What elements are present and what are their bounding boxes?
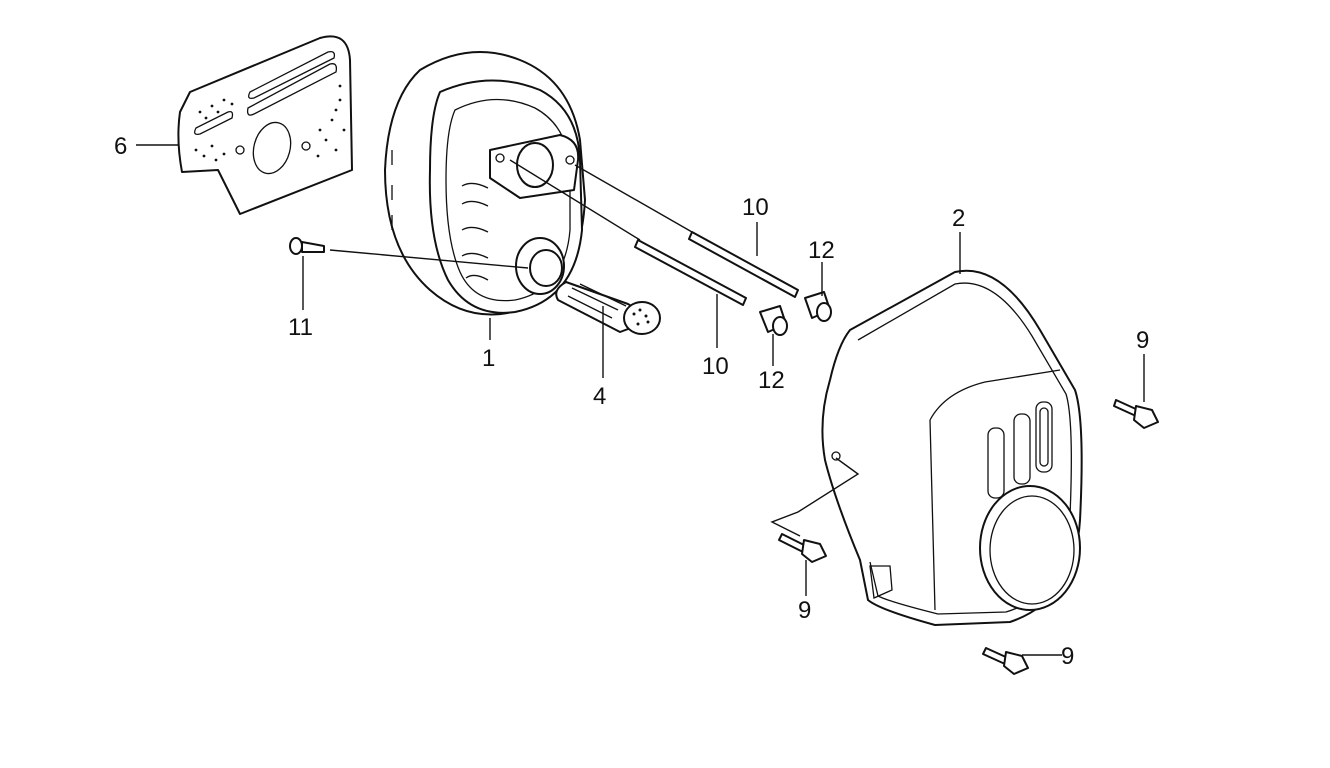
tapping-screw <box>289 237 325 255</box>
callout-10-lower: 10 <box>702 353 729 380</box>
stud-bolt-upper <box>688 231 799 298</box>
muffler-protector-cover <box>821 269 1083 626</box>
flange-bolt-right <box>1113 399 1159 429</box>
callout-11: 11 <box>288 314 313 341</box>
flange-bolt-bottom <box>982 647 1029 675</box>
heat-shield-plate <box>177 35 353 215</box>
callout-4: 4 <box>593 383 606 410</box>
spark-arrester-screen <box>555 281 661 335</box>
flange-nut-upper <box>804 291 832 322</box>
muffler-body <box>384 51 586 316</box>
callout-9-left: 9 <box>798 597 811 624</box>
flange-nut-lower <box>759 305 788 336</box>
callout-12-lower: 12 <box>758 367 785 394</box>
callout-9-bottom: 9 <box>1061 643 1074 670</box>
leader-lines <box>136 144 1145 656</box>
callout-1: 1 <box>482 345 495 372</box>
callout-12-upper: 12 <box>808 237 835 264</box>
flange-bolt-left <box>778 533 827 563</box>
stud-bolt-lower <box>634 239 747 306</box>
callout-labels: 6 1 11 4 10 10 12 12 2 9 9 9 <box>114 133 1149 670</box>
callout-2: 2 <box>952 205 965 232</box>
callout-10-upper: 10 <box>742 194 769 221</box>
callout-6: 6 <box>114 133 127 160</box>
callout-9-right: 9 <box>1136 327 1149 354</box>
